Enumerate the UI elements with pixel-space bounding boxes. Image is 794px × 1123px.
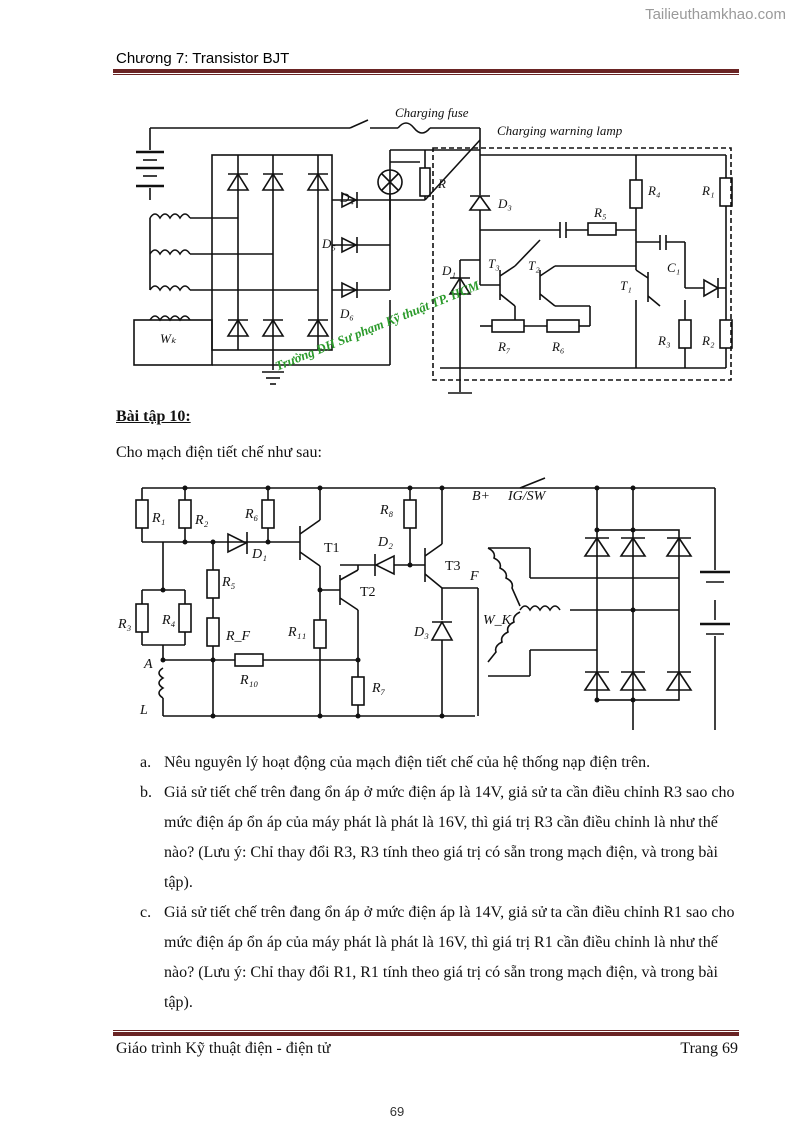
label-R6: R₆ [244, 507, 259, 522]
label-R3: R₃ [657, 333, 670, 348]
label-R7: R₇ [371, 681, 386, 696]
label-F: F [469, 569, 479, 584]
exercise-title: Bài tập 10: [116, 408, 191, 425]
exercise-intro: Cho mạch điện tiết chế như sau: [116, 444, 322, 461]
label-WK: W_K [483, 613, 512, 628]
label-T1: T1 [324, 541, 340, 556]
question-label: a. [140, 754, 152, 771]
label-D2: D₂ [377, 535, 393, 550]
question-text: Nêu nguyên lý hoạt động của mạch điện ti… [164, 754, 651, 771]
label-D1: D₁ [441, 263, 456, 278]
label-R: R [437, 176, 446, 191]
regulator-circuit-diagram: R₁ R₂ R₆ D₁ T1 R₈ D₂ T3 T2 B+ IG/SW R₅ R… [117, 477, 730, 730]
page-number: 69 [389, 1104, 405, 1119]
label-charging-lamp: Charging warning lamp [497, 123, 623, 138]
header-rule-thin [113, 74, 739, 75]
label-T3: T3 [445, 559, 461, 574]
label-R5: R₅ [593, 205, 606, 220]
question-text: Giả sử tiết chế trên đang ổn áp ở mức đi… [164, 904, 735, 1011]
label-R6: R₆ [551, 339, 564, 354]
footer-rule [113, 1032, 739, 1036]
label-D6: D₆ [339, 306, 354, 321]
label-R2: R₂ [701, 333, 715, 348]
footer-rule-thin [113, 1030, 739, 1031]
label-Bplus: B+ [472, 489, 490, 504]
label-C1: C₁ [667, 260, 680, 275]
label-D3: D₃ [497, 196, 512, 211]
label-D1: D₁ [251, 547, 267, 562]
label-R3: R₃ [117, 617, 132, 632]
chapter-header: Chương 7: Transistor BJT [116, 50, 290, 67]
question-label: c. [140, 904, 152, 921]
question-list: a. Nêu nguyên lý hoạt động của mạch điện … [140, 748, 740, 1018]
question-text: Giả sử tiết chế trên đang ổn áp ở mức đi… [164, 784, 735, 891]
label-D3: D₃ [413, 625, 429, 640]
label-L: L [139, 703, 148, 718]
question-a: a. Nêu nguyên lý hoạt động của mạch điện … [140, 748, 740, 778]
label-R1: R₁ [151, 511, 165, 526]
label-R5: R₅ [221, 575, 236, 590]
question-c: c. Giả sử tiết chế trên đang ổn áp ở mức … [140, 898, 740, 1018]
label-igsw: IG/SW [507, 489, 547, 504]
footer-page-label: Trang 69 [680, 1040, 738, 1057]
label-R2: R₂ [194, 513, 209, 528]
label-RF: R_F [225, 629, 251, 644]
label-D4: D₄ [339, 190, 354, 205]
label-T2: T₂ [528, 258, 540, 273]
label-R1: R₁ [701, 183, 714, 198]
label-R8: R₈ [379, 503, 394, 518]
label-A: A [143, 657, 153, 672]
question-label: b. [140, 784, 152, 801]
question-b: b. Giả sử tiết chế trên đang ổn áp ở mức … [140, 778, 740, 898]
label-R4: R₄ [161, 613, 176, 628]
site-watermark: Tailieuthamkhao.com [645, 6, 786, 23]
label-R11: R₁₁ [287, 625, 306, 640]
label-charging-fuse: Charging fuse [395, 105, 469, 120]
label-T1: T₁ [620, 278, 632, 293]
label-D5: D₅ [321, 236, 336, 251]
footer-book-title: Giáo trình Kỹ thuật điện - điện tử [116, 1040, 331, 1057]
label-R10: R₁₀ [239, 673, 258, 688]
header-rule [113, 69, 739, 73]
label-Wk: Wₖ [160, 331, 177, 346]
label-R7: R₇ [497, 339, 511, 354]
label-R4: R₄ [647, 183, 661, 198]
label-T3: T₃ [488, 256, 500, 271]
label-T2: T2 [360, 585, 376, 600]
charging-circuit-diagram: Charging fuse Charging warning lamp R D₄… [133, 105, 733, 394]
